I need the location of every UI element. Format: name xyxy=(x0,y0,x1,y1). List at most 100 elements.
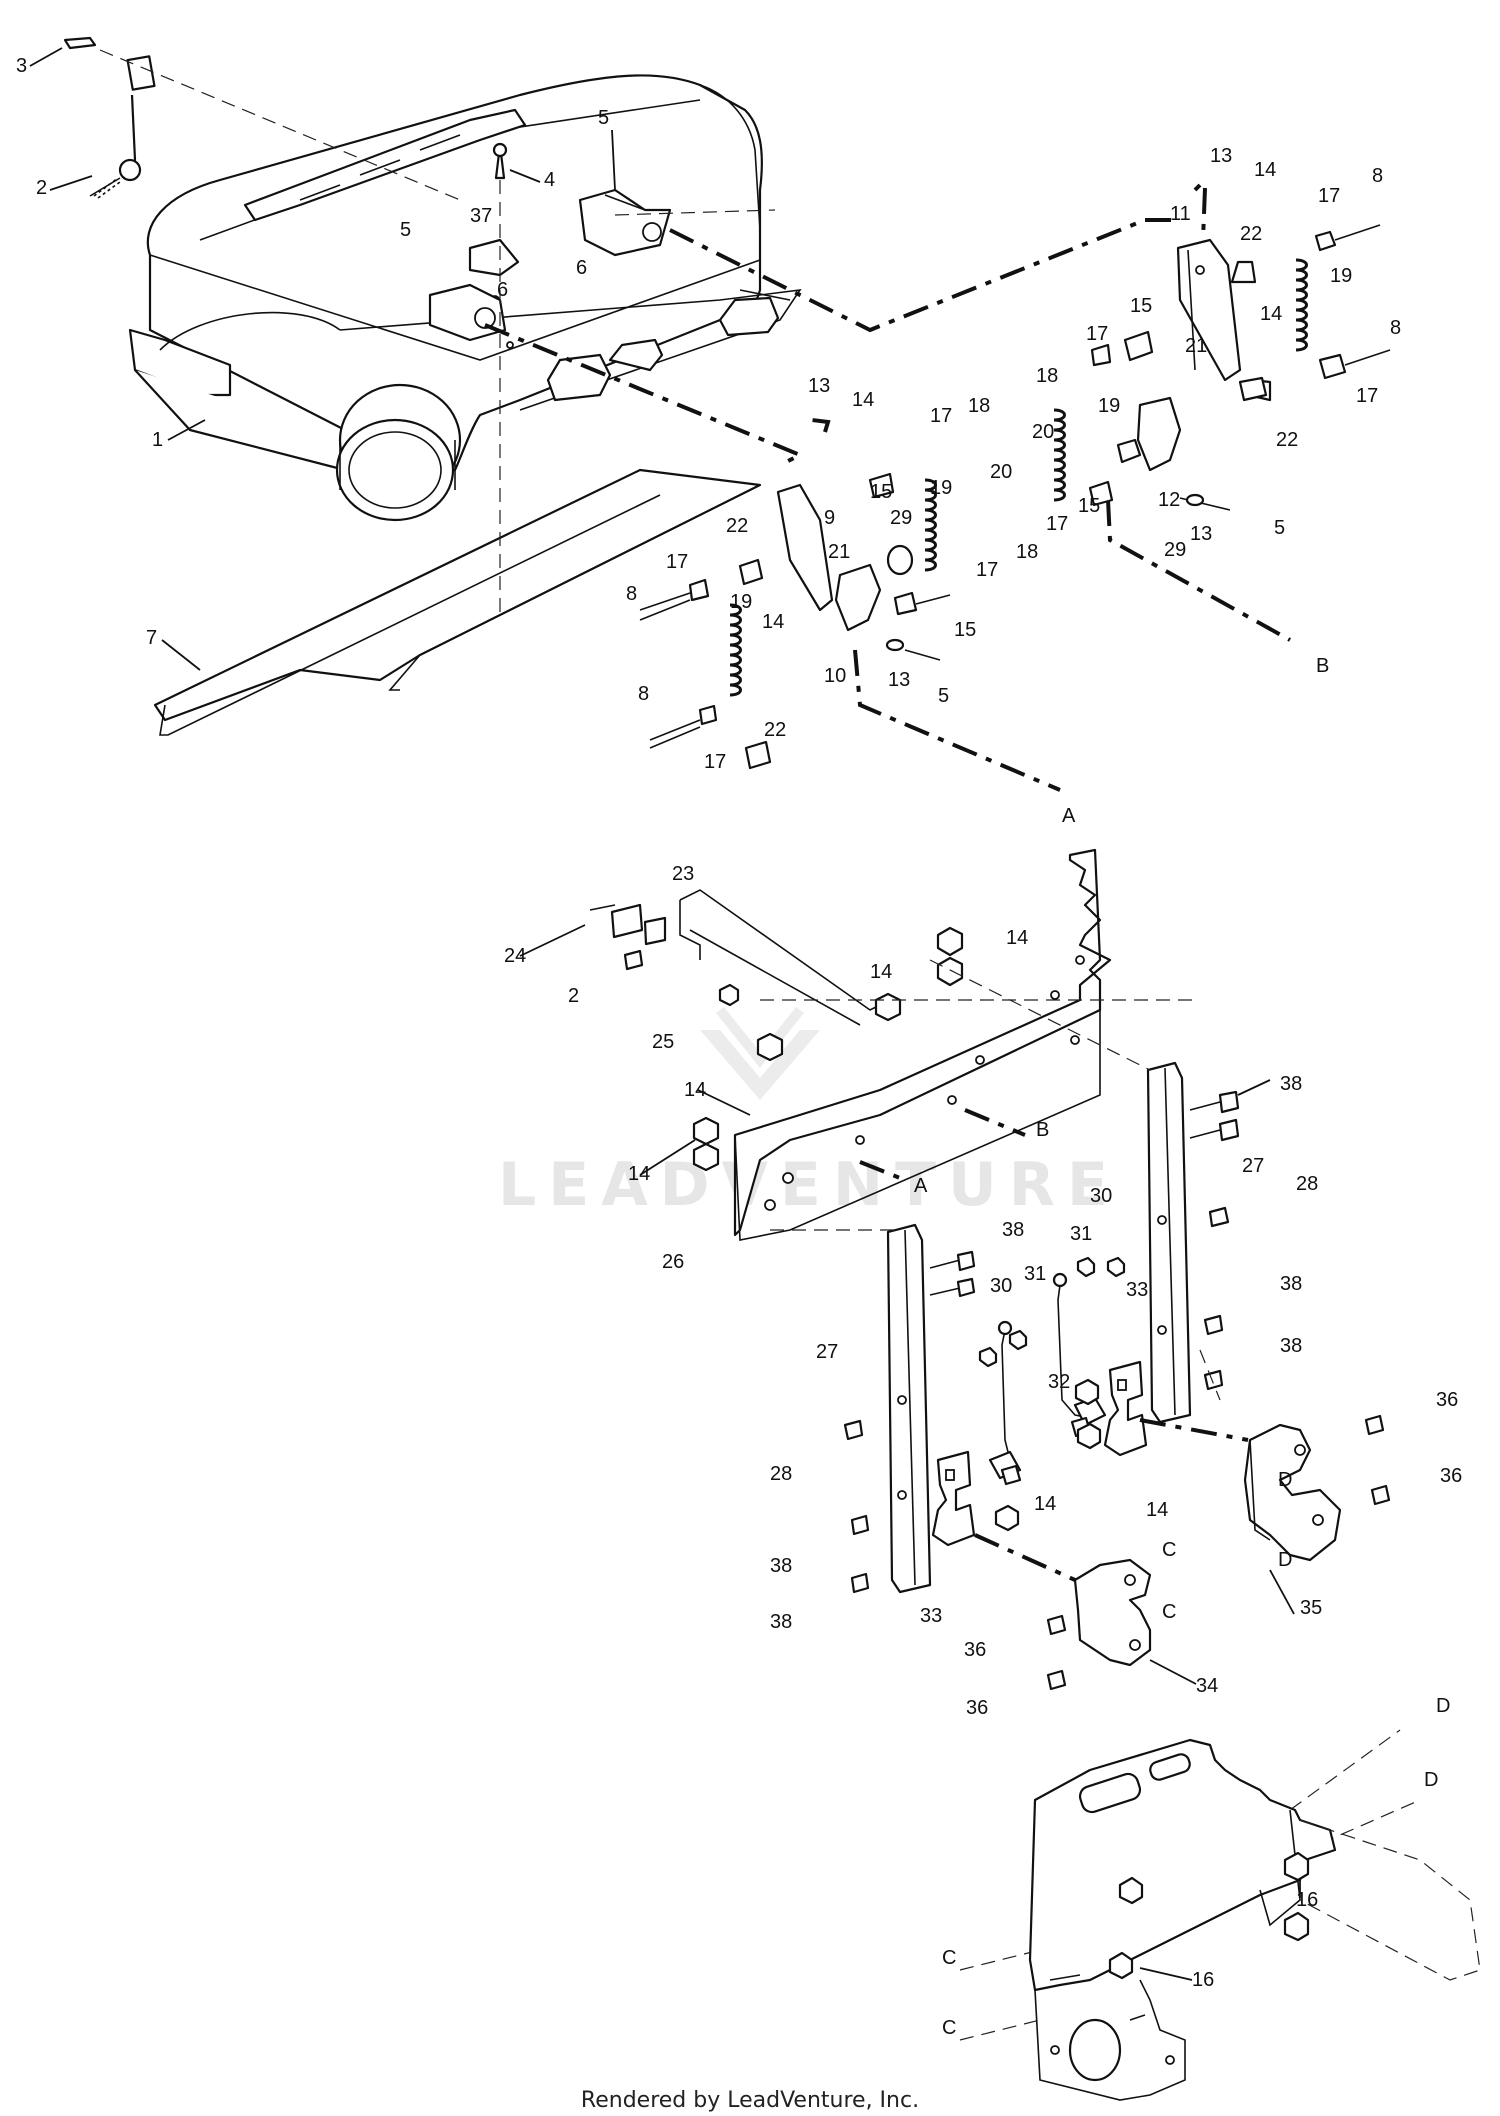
callout-label: 6 xyxy=(576,257,587,279)
callout-label: 27 xyxy=(1242,1155,1264,1177)
callout-label: 32 xyxy=(1048,1371,1070,1393)
callout-label: 31 xyxy=(1024,1263,1046,1285)
callout-label: 17 xyxy=(1318,185,1340,207)
callout-label: 5 xyxy=(938,685,949,707)
callout-label: 11 xyxy=(1170,203,1191,225)
right-vertical-channel xyxy=(1146,1061,1192,1424)
callout-label: 22 xyxy=(1276,429,1298,451)
callout-label: 14 xyxy=(1034,1493,1056,1515)
callout-label: 10 xyxy=(824,665,846,687)
callout-label: 20 xyxy=(990,461,1012,483)
callout-label: 14 xyxy=(684,1079,706,1101)
callout-label: 5 xyxy=(400,219,411,241)
gauge-rod-assembly xyxy=(63,36,156,199)
callout-label: 34 xyxy=(1196,1675,1218,1697)
callout-label: 12 xyxy=(1158,489,1180,511)
callout-label: 8 xyxy=(638,683,649,705)
callout-label: 33 xyxy=(920,1605,942,1627)
callout-label: 16 xyxy=(1192,1969,1214,1991)
deflector-plate xyxy=(153,468,762,736)
callout-label: 38 xyxy=(1280,1273,1302,1295)
callout-label: B xyxy=(1316,655,1329,677)
connection-lines-upper xyxy=(99,49,1291,792)
left-vertical-channel xyxy=(886,1223,932,1594)
callout-label: 21 xyxy=(1185,335,1207,357)
callout-label: 17 xyxy=(1046,513,1068,535)
callout-label: 5 xyxy=(1274,517,1285,539)
hook-bracket-left xyxy=(931,1450,976,1547)
callout-label: 17 xyxy=(976,559,998,581)
callout-label: 17 xyxy=(1086,323,1108,345)
callout-label: C xyxy=(942,1947,956,1969)
callout-leaders xyxy=(29,47,1301,1981)
callout-label: 17 xyxy=(704,751,726,773)
callout-label: 4 xyxy=(544,169,555,191)
lower-chassis xyxy=(1028,1738,1481,2101)
callout-label: 13 xyxy=(808,375,830,397)
callout-label: 30 xyxy=(990,1275,1012,1297)
callout-label: 17 xyxy=(930,405,952,427)
callout-label: 14 xyxy=(1254,159,1276,181)
callout-label: 19 xyxy=(730,591,752,613)
callout-label: 13 xyxy=(1190,523,1212,545)
callout-label: 36 xyxy=(964,1639,986,1661)
callout-label: 18 xyxy=(1036,365,1058,387)
callout-label: 18 xyxy=(1016,541,1038,563)
callout-label: 36 xyxy=(1440,1465,1462,1487)
callout-label: 36 xyxy=(966,1697,988,1719)
callout-label: 38 xyxy=(770,1611,792,1633)
callout-label: C xyxy=(942,2017,956,2039)
cable-nuts xyxy=(978,1256,1126,1532)
hook-bracket-right xyxy=(1103,1360,1148,1457)
callout-label: 8 xyxy=(626,583,637,605)
callout-label: B xyxy=(1036,1119,1049,1141)
callout-label: 21 xyxy=(828,541,850,563)
connection-lines-lower xyxy=(760,959,1421,2041)
callout-label: 5 xyxy=(598,107,609,129)
callout-label: 9 xyxy=(824,507,835,529)
callout-label: 28 xyxy=(1296,1173,1318,1195)
callout-label: 22 xyxy=(764,719,786,741)
left-tension-bracket xyxy=(639,472,951,770)
callout-label: 29 xyxy=(1164,539,1186,561)
callout-label: 19 xyxy=(930,477,952,499)
callout-label: 35 xyxy=(1300,1597,1322,1619)
callout-label: D xyxy=(1424,1769,1438,1791)
callout-label: A xyxy=(1062,805,1076,827)
upper-left-bracket xyxy=(589,903,667,971)
callout-label: C xyxy=(1162,1539,1176,1561)
hood-housing xyxy=(128,74,802,522)
callout-label: 14 xyxy=(762,611,784,633)
callout-label: 6 xyxy=(497,279,508,301)
callout-label: D xyxy=(1436,1695,1450,1717)
callout-label: 14 xyxy=(628,1163,650,1185)
callout-label: 15 xyxy=(1078,495,1100,517)
footer-credit: Rendered by LeadVenture, Inc. xyxy=(580,2088,920,2113)
callout-label: 2 xyxy=(36,177,47,199)
watermark-text: LEADVENTURE xyxy=(498,1150,1120,1220)
callout-label: 30 xyxy=(1090,1185,1112,1207)
callout-label: 22 xyxy=(1240,223,1262,245)
callout-label: 16 xyxy=(1296,1889,1318,1911)
frame-nuts xyxy=(692,926,964,1172)
callout-label: 14 xyxy=(1260,303,1282,325)
callout-label: 17 xyxy=(1356,385,1378,407)
callout-label: 36 xyxy=(1436,1389,1458,1411)
center-tension-bracket xyxy=(1053,376,1268,511)
callout-label: 27 xyxy=(816,1341,838,1363)
callout-label: 37 xyxy=(470,205,492,227)
callout-label: 24 xyxy=(504,945,526,967)
watermark-logo: LEADVENTURE xyxy=(498,1006,1120,1220)
callout-label: D xyxy=(1278,1469,1292,1491)
callout-label: 3 xyxy=(16,55,27,77)
callout-label: 19 xyxy=(1330,265,1352,287)
callout-label: A xyxy=(914,1175,928,1197)
callout-label: 17 xyxy=(666,551,688,573)
callout-label: 18 xyxy=(968,395,990,417)
callout-label: 33 xyxy=(1126,1279,1148,1301)
callout-label: C xyxy=(1162,1601,1176,1623)
callout-label: 13 xyxy=(1210,145,1232,167)
callout-label: D xyxy=(1278,1549,1292,1571)
callout-label: 13 xyxy=(888,669,910,691)
